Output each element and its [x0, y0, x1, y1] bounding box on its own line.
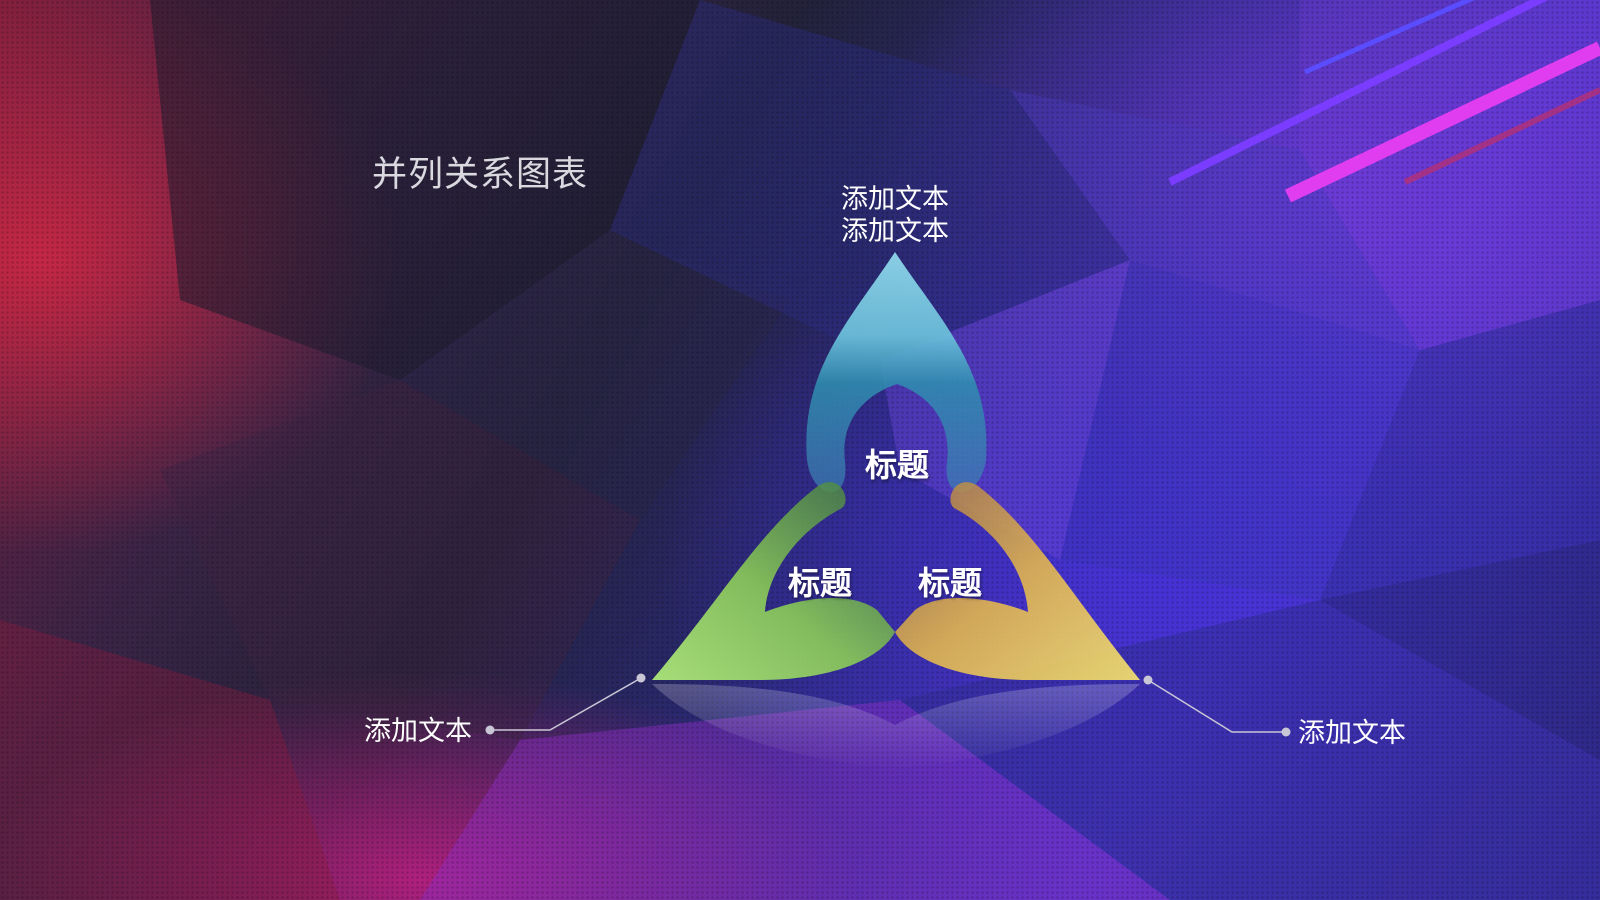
stripe-2	[1284, 41, 1600, 203]
page-title: 并列关系图表	[372, 155, 589, 195]
left-callout-dot-outer	[636, 673, 646, 683]
petal-left	[652, 482, 895, 680]
right-caption: 添加文本	[1298, 718, 1406, 749]
top-caption-line1: 添加文本	[841, 184, 949, 215]
petal-label-right: 标题	[918, 564, 982, 602]
petal-right	[895, 482, 1140, 680]
left-caption: 添加文本	[364, 716, 472, 747]
petal-label-left: 标题	[788, 564, 852, 602]
stripe-4	[1403, 87, 1600, 185]
right-callout-line	[1147, 679, 1286, 733]
stripe-3	[1303, 0, 1475, 75]
left-callout-line	[490, 677, 642, 731]
diagram-reflection	[652, 684, 1140, 770]
stripe-1	[1168, 0, 1549, 186]
right-callout-dot-outer	[1143, 675, 1153, 685]
left-callout-dot-inner	[485, 725, 495, 735]
petal-top	[806, 252, 987, 493]
top-caption-line2: 添加文本	[841, 216, 949, 247]
right-callout-dot-inner	[1281, 727, 1291, 737]
petal-label-top: 标题	[865, 446, 929, 484]
